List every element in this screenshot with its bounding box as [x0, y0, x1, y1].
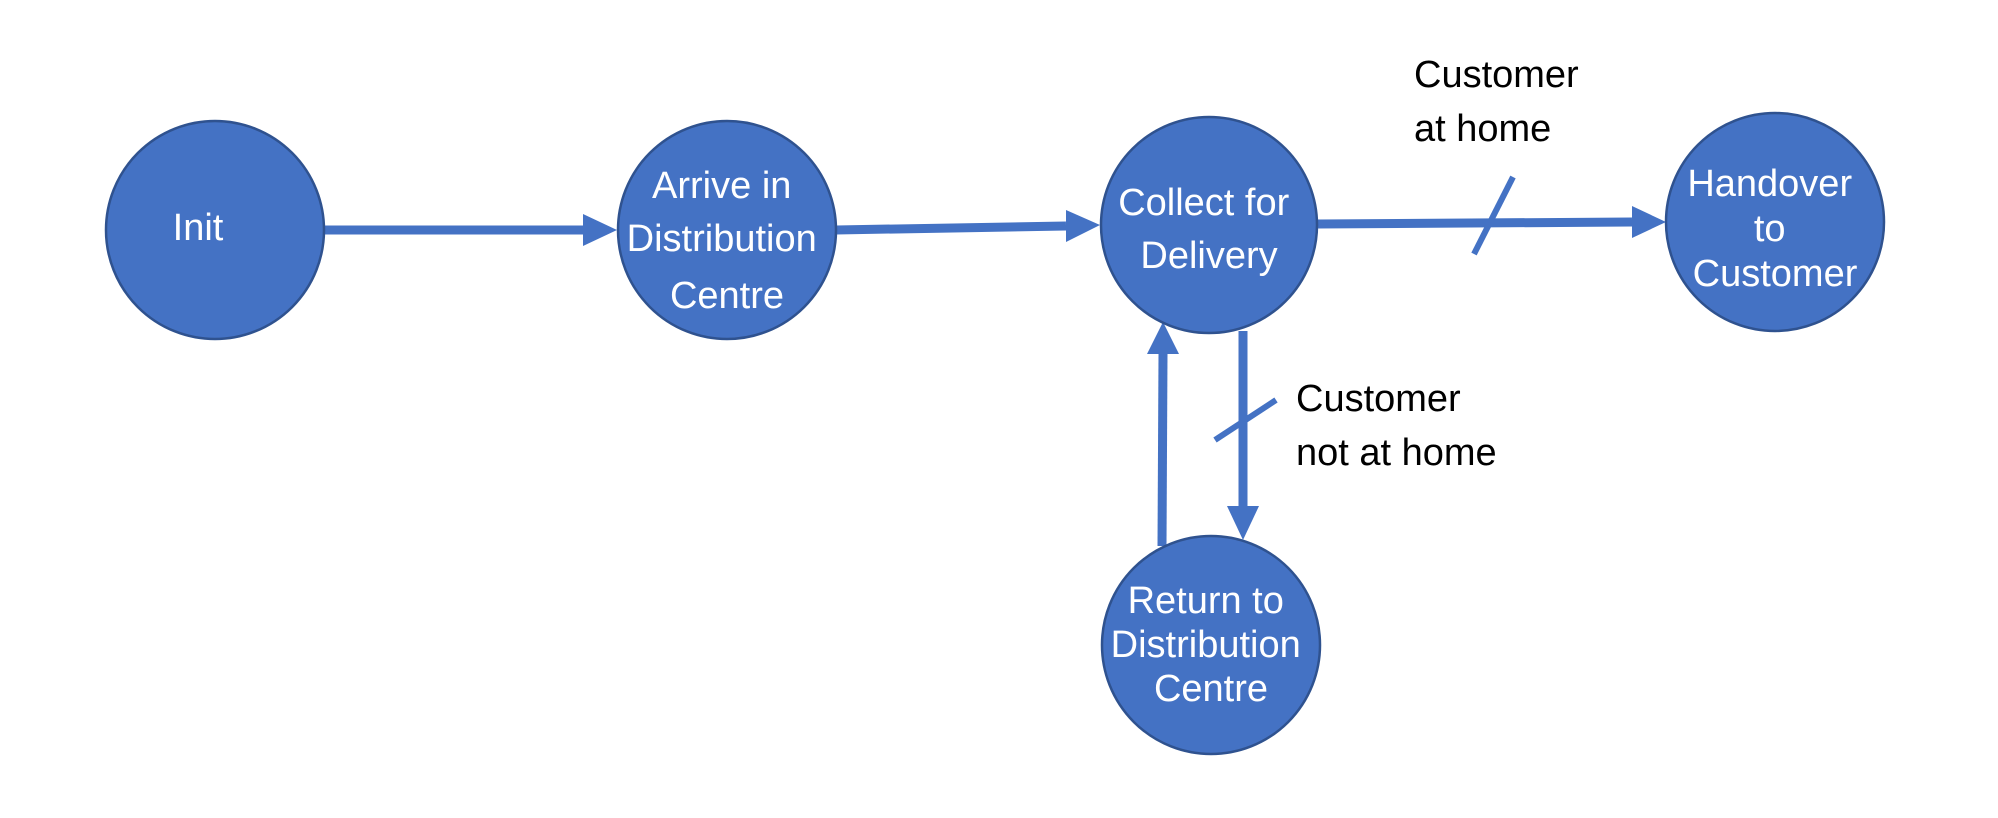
state-handover-to-customer: Handover to Customer: [1664, 111, 1886, 333]
edge-arrive-to-collect: [835, 210, 1100, 242]
edge-return-to-collect: [1147, 322, 1179, 547]
edge-collect-to-return: [1213, 331, 1278, 540]
guard-mark-not-at-home: [1213, 397, 1278, 443]
state-collect-label: Collect for Delivery: [1118, 182, 1300, 277]
state-init: Init: [104, 119, 326, 341]
state-return-label: Return to Distribution Centre: [1111, 580, 1312, 710]
state-init-label: Init: [173, 207, 224, 249]
state-handover-label: Handover to Customer: [1687, 163, 1862, 295]
state-arrive-in-distribution-centre: Arrive in Distribution Centre: [616, 119, 838, 341]
edge-init-to-arrive: [325, 214, 617, 246]
guard-label-customer-at-home: Customer at home: [1414, 54, 1589, 150]
state-collect-for-delivery: Collect for Delivery: [1099, 115, 1319, 335]
state-arrive-label: Arrive in Distribution Centre: [627, 165, 828, 317]
edge-collect-to-handover: [1317, 175, 1666, 256]
guard-mark-at-home: [1471, 175, 1516, 256]
state-return-to-distribution-centre: Return to Distribution Centre: [1100, 534, 1322, 756]
guard-label-customer-not-at-home: Customer not at home: [1296, 378, 1497, 474]
